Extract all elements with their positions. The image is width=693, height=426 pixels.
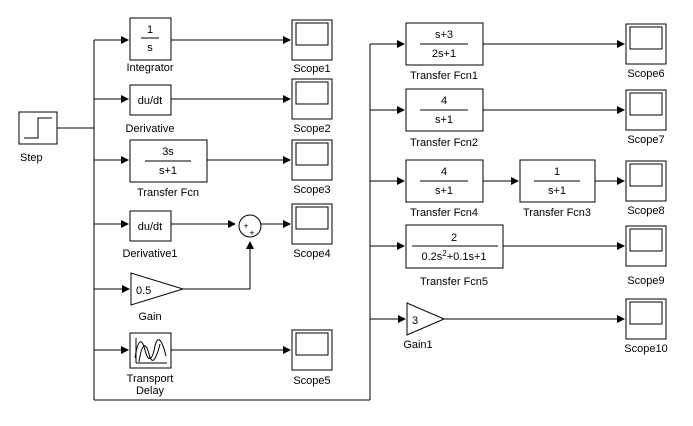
scope4-block[interactable]	[291, 203, 333, 245]
wire-gain-sum	[183, 241, 254, 290]
scope6-block[interactable]	[625, 23, 667, 65]
transport-delay-label-line2: Delay	[136, 385, 165, 397]
sum-sign-bottom: +	[249, 228, 254, 238]
transfer-fcn1-den: 2s+1	[432, 48, 456, 60]
transfer-fcn5-num: 2	[451, 232, 457, 244]
transfer-fcn2-label: Transfer Fcn2	[410, 137, 478, 149]
integrator-label: Integrator	[126, 62, 173, 74]
scope8-screen-icon	[629, 163, 663, 187]
transfer-fcn3-den: s+1	[548, 185, 566, 197]
scope7-screen-icon	[629, 92, 663, 116]
gain1-label: Gain1	[403, 339, 432, 351]
transfer-fcn-num: 3s	[162, 146, 174, 158]
transfer-fcn5-label: Transfer Fcn5	[420, 276, 488, 288]
transfer-fcn4-block[interactable]: 4 s+1	[405, 159, 484, 203]
step-label: Step	[20, 152, 43, 164]
scope1-screen-icon	[295, 22, 329, 46]
scope10-screen-icon	[629, 301, 663, 325]
scope8-label: Scope8	[627, 205, 664, 217]
derivative1-text: du/dt	[138, 221, 162, 233]
gain1-block[interactable]: 3	[406, 302, 446, 336]
gain1-value: 3	[412, 315, 418, 327]
sum-block[interactable]: + +	[238, 214, 262, 238]
scope9-screen-icon	[629, 228, 663, 252]
scope5-screen-icon	[295, 332, 329, 356]
derivative-text: du/dt	[138, 95, 162, 107]
step-icon	[24, 117, 52, 139]
step-block[interactable]	[18, 111, 58, 145]
transfer-fcn5-block[interactable]: 2 0.2s2+0.1s+1	[405, 224, 504, 269]
scope7-block[interactable]	[625, 89, 667, 131]
scope5-block[interactable]	[291, 329, 333, 371]
scope1-block[interactable]	[291, 19, 333, 61]
integrator-den: s	[147, 42, 153, 54]
scope3-block[interactable]	[291, 139, 333, 181]
gain-value: 0.5	[136, 285, 151, 297]
scope2-screen-icon	[295, 81, 329, 105]
integrator-num: 1	[147, 24, 153, 36]
scope4-label: Scope4	[293, 248, 330, 260]
transfer-fcn2-block[interactable]: 4 s+1	[405, 88, 484, 132]
sum-sign-top: +	[243, 221, 248, 231]
scope3-screen-icon	[295, 142, 329, 166]
scope1-label: Scope1	[293, 63, 330, 75]
scope6-screen-icon	[629, 26, 663, 50]
signal-wires	[57, 36, 625, 401]
transfer-fcn1-num: s+3	[435, 29, 453, 41]
scope10-label: Scope10	[624, 343, 667, 355]
transfer-fcn-den: s+1	[159, 165, 177, 177]
scope6-label: Scope6	[627, 68, 664, 80]
transfer-fcn2-den: s+1	[435, 114, 453, 126]
scope10-block[interactable]	[625, 298, 667, 340]
gain-label: Gain	[138, 311, 161, 323]
scope2-block[interactable]	[291, 78, 333, 120]
transport-delay-block[interactable]	[129, 332, 172, 369]
scope3-label: Scope3	[293, 184, 330, 196]
transfer-fcn4-num: 4	[441, 166, 447, 178]
transfer-fcn4-label: Transfer Fcn4	[410, 207, 478, 219]
scope5-label: Scope5	[293, 375, 330, 387]
transfer-fcn-block[interactable]: 3s s+1	[129, 139, 208, 183]
derivative-block[interactable]: du/dt	[129, 84, 172, 116]
gain-block[interactable]: 0.5	[130, 272, 185, 306]
transfer-fcn1-label: Transfer Fcn1	[410, 70, 478, 82]
transfer-fcn3-num: 1	[554, 166, 560, 178]
derivative-label: Derivative	[126, 123, 175, 135]
transfer-fcn-label: Transfer Fcn	[137, 187, 199, 199]
transfer-fcn4-den: s+1	[435, 185, 453, 197]
transport-delay-label-line1: Transport	[127, 373, 174, 385]
scope7-label: Scope7	[627, 134, 664, 146]
integrator-block[interactable]: 1 s	[129, 17, 172, 61]
transfer-fcn1-block[interactable]: s+3 2s+1	[405, 22, 484, 66]
scope9-label: Scope9	[627, 275, 664, 287]
scope9-block[interactable]	[625, 225, 667, 267]
transfer-fcn5-den: 0.2s2+0.1s+1	[421, 249, 486, 263]
transfer-fcn3-label: Transfer Fcn3	[523, 207, 591, 219]
transfer-fcn3-block[interactable]: 1 s+1	[519, 159, 596, 203]
transport-delay-icon	[134, 338, 167, 364]
scope2-label: Scope2	[293, 123, 330, 135]
scope4-screen-icon	[295, 206, 329, 230]
scope8-block[interactable]	[625, 160, 667, 202]
transfer-fcn2-num: 4	[441, 95, 447, 107]
derivative1-label: Derivative1	[122, 248, 177, 260]
derivative1-block[interactable]: du/dt	[129, 210, 172, 242]
